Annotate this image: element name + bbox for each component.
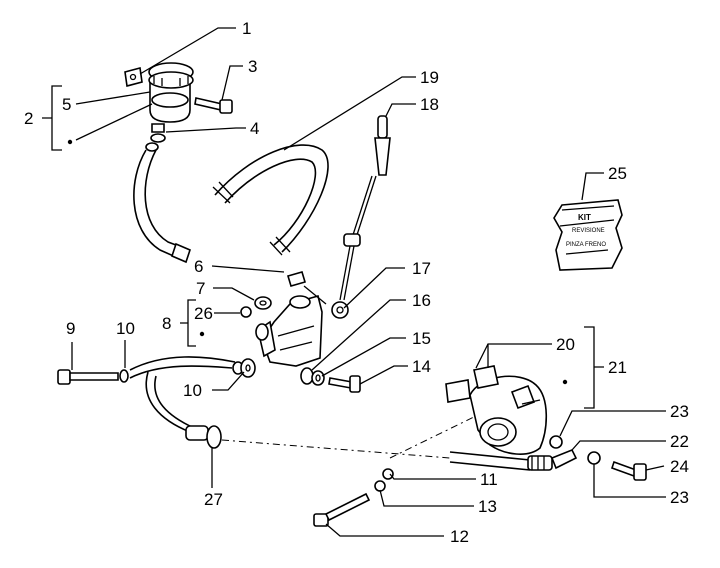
callout-15: 15 [412,329,431,348]
callout-4: 4 [250,119,259,138]
brake-line [129,356,578,471]
callout-2: 2 [24,109,33,128]
master-cylinder [240,271,327,386]
dot-21 [562,379,568,385]
callout-10-a: 10 [116,319,135,338]
callout-6: 6 [194,257,203,276]
caliper-21 [445,365,548,455]
callout-1: 1 [242,19,251,38]
dot-2 [67,139,73,145]
callout-23-b: 23 [670,488,689,507]
kit-label-line2: REVISIONE [572,228,605,234]
callout-24: 24 [670,457,689,476]
kit-label-line3: PINZA FRENO [566,242,606,248]
callout-3: 3 [248,57,257,76]
caliper-hardware [549,435,647,481]
rod-18 [331,115,391,319]
callout-11: 11 [480,470,498,489]
callout-25: 25 [608,164,627,183]
callout-10-b: 10 [183,381,202,400]
kit-bag-25: KIT REVISIONE PINZA FRENO [553,199,623,271]
callout-22: 22 [670,432,689,451]
bolt-9 [57,369,129,385]
callout-12: 12 [450,527,469,546]
callout-20: 20 [556,335,575,354]
reservoir-hose [133,149,191,264]
callout-14: 14 [412,357,431,376]
bolt-14 [328,375,361,393]
callout-labels: 1 2 3 4 5 6 7 8 9 10 10 11 12 13 14 15 1… [24,19,689,546]
callout-16: 16 [412,291,431,310]
callout-26: 26 [194,304,213,323]
callout-7: 7 [196,279,205,298]
callout-19: 19 [420,68,439,87]
leader-lines [71,27,666,537]
bolt-12 [313,468,394,527]
callout-17: 17 [412,259,431,278]
callout-18: 18 [420,95,439,114]
callout-27: 27 [204,490,223,509]
callout-21: 21 [608,358,627,377]
callout-23-a: 23 [670,402,689,421]
callout-8: 8 [162,314,171,333]
dot-8 [199,331,205,337]
washer-10-b [232,358,256,378]
callout-5: 5 [62,95,71,114]
callout-9: 9 [66,319,75,338]
reservoir-assembly [124,62,233,152]
hose-19 [212,144,329,256]
group-brackets [42,85,604,409]
callout-13: 13 [478,497,497,516]
kit-label-line1: KIT [578,213,591,222]
